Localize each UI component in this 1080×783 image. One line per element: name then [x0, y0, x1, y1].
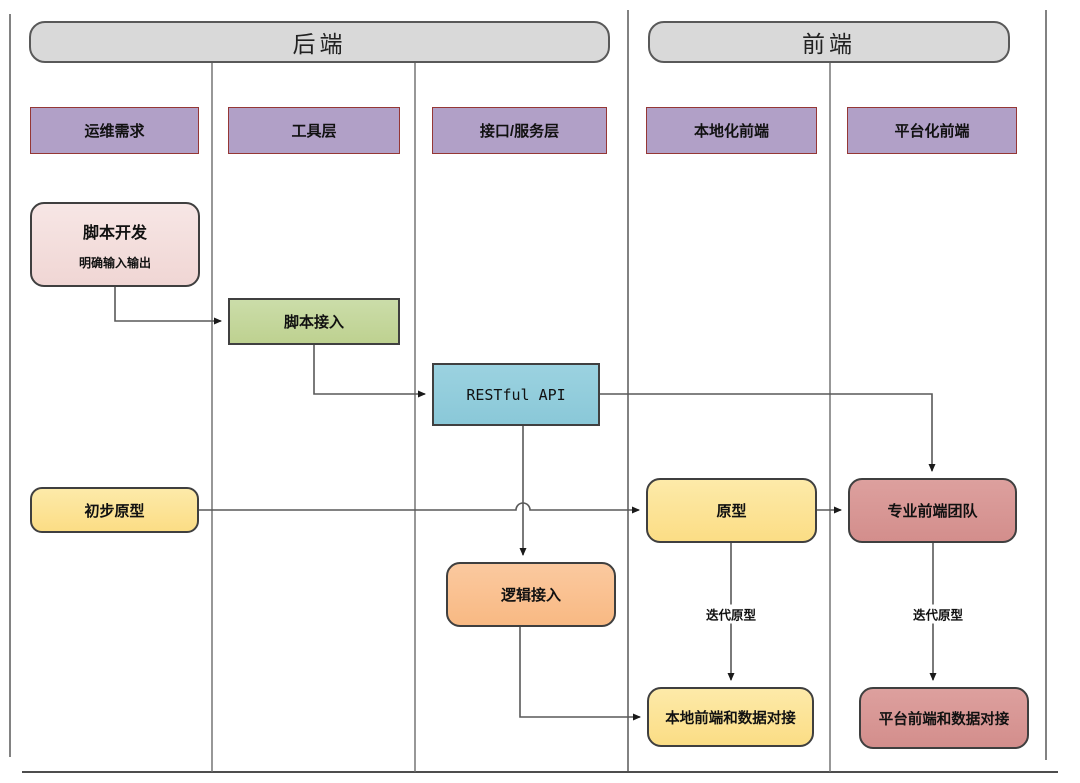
lane-header-platform-frontend: 平台化前端 — [847, 107, 1017, 154]
frame-borders — [9, 10, 1058, 773]
section-header-frontend: 前端 — [648, 21, 1010, 63]
lane-header-ops-requirement: 运维需求 — [30, 107, 199, 154]
node-script-dev: 脚本开发 明确输入输出 — [30, 202, 200, 287]
lane-dividers — [211, 63, 831, 772]
section-header-backend: 后端 — [29, 21, 610, 63]
lane-header-tool-layer: 工具层 — [228, 107, 400, 154]
node-prototype: 原型 — [646, 478, 817, 543]
node-restful-api: RESTful API — [432, 363, 600, 426]
node-local-frontend-data: 本地前端和数据对接 — [647, 687, 814, 747]
edge-label-iterate-prototype-local: 迭代原型 — [702, 604, 760, 624]
edge-label-iterate-prototype-platform: 迭代原型 — [909, 604, 967, 624]
node-initial-prototype: 初步原型 — [30, 487, 199, 533]
node-script-dev-subtitle: 明确输入输出 — [78, 255, 151, 270]
node-logic-integration: 逻辑接入 — [446, 562, 616, 627]
node-script-integration: 脚本接入 — [228, 298, 400, 345]
lane-header-api-service-layer: 接口/服务层 — [432, 107, 607, 154]
node-platform-frontend-data: 平台前端和数据对接 — [859, 687, 1029, 749]
node-pro-frontend-team: 专业前端团队 — [848, 478, 1017, 543]
node-script-dev-title: 脚本开发 — [82, 224, 147, 242]
lane-header-local-frontend: 本地化前端 — [646, 107, 817, 154]
